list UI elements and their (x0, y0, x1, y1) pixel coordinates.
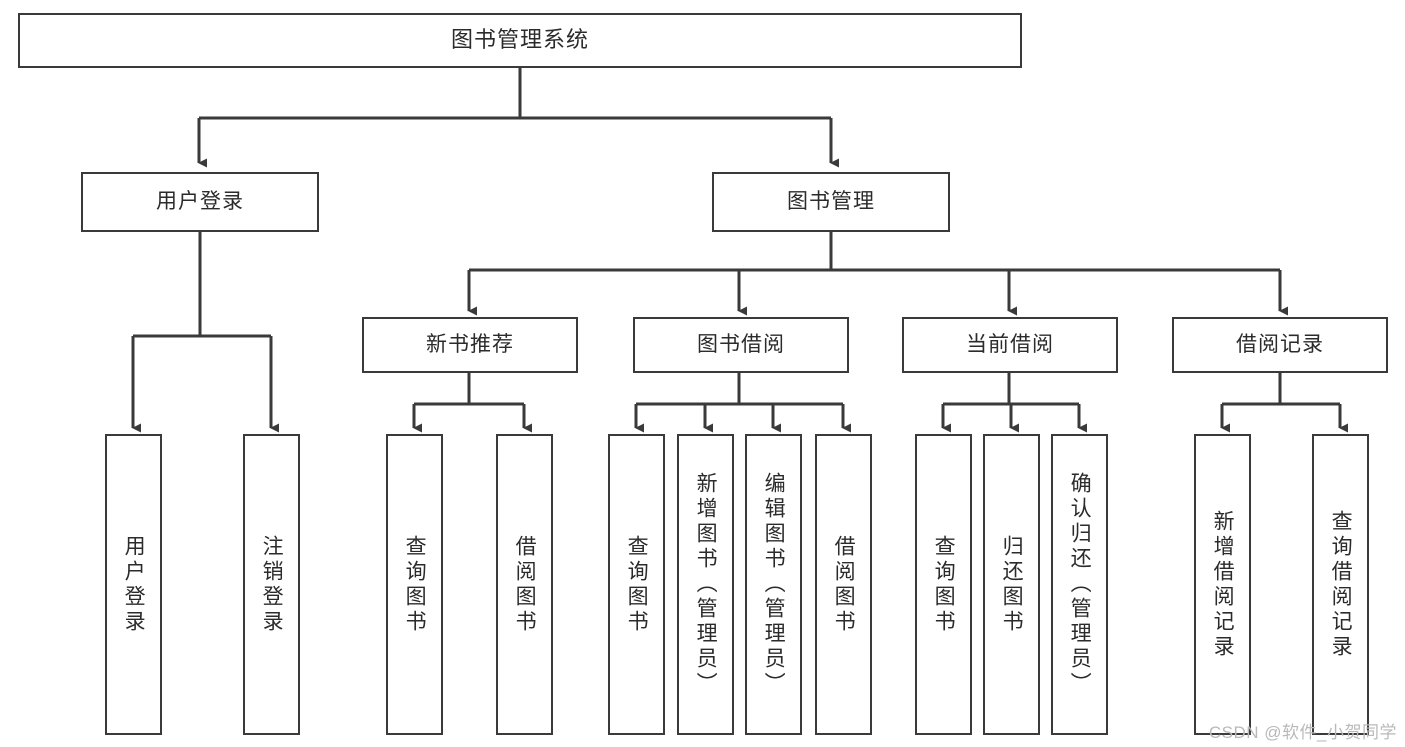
node-book-management-label: 图书管理 (787, 190, 875, 214)
leaf-query-book-borrow-label: 查询图书 (625, 534, 649, 635)
node-current-borrowing[interactable]: 当前借阅 (902, 317, 1118, 373)
leaf-logout-login-label: 注销登录 (260, 534, 284, 635)
leaf-logout-login[interactable]: 注销登录 (243, 434, 300, 735)
node-book-borrowing-label: 图书借阅 (697, 333, 785, 357)
leaf-query-borrow-record[interactable]: 查询借阅记录 (1312, 434, 1369, 735)
leaf-query-book-current-label: 查询图书 (932, 534, 956, 635)
leaf-add-book-admin-label: 新增图书（管理员） (694, 472, 718, 697)
node-new-book-recommendation-label: 新书推荐 (426, 333, 514, 357)
leaf-add-book-admin[interactable]: 新增图书（管理员） (677, 434, 734, 735)
leaf-query-borrow-record-label: 查询借阅记录 (1329, 509, 1353, 660)
leaf-borrow-book-new-rec[interactable]: 借阅图书 (496, 434, 553, 735)
node-user-login-label: 用户登录 (156, 190, 244, 214)
leaf-borrow-book-new-rec-label: 借阅图书 (513, 534, 537, 635)
leaf-borrow-book-borrow[interactable]: 借阅图书 (815, 434, 872, 735)
node-borrowing-record-label: 借阅记录 (1236, 333, 1324, 357)
leaf-confirm-return-admin-label: 确认归还（管理员） (1068, 472, 1092, 697)
leaf-query-book-current[interactable]: 查询图书 (915, 434, 972, 735)
leaf-edit-book-admin[interactable]: 编辑图书（管理员） (745, 434, 802, 735)
node-root-label: 图书管理系统 (450, 27, 589, 53)
node-borrowing-record[interactable]: 借阅记录 (1172, 317, 1388, 373)
node-book-borrowing[interactable]: 图书借阅 (633, 317, 849, 373)
leaf-return-book-label: 归还图书 (1000, 534, 1024, 635)
leaf-query-book-new-rec-label: 查询图书 (403, 534, 427, 635)
node-current-borrowing-label: 当前借阅 (966, 333, 1054, 357)
leaf-query-book-new-rec[interactable]: 查询图书 (386, 434, 443, 735)
leaf-borrow-book-borrow-label: 借阅图书 (832, 534, 856, 635)
node-new-book-recommendation[interactable]: 新书推荐 (362, 317, 578, 373)
leaf-confirm-return-admin[interactable]: 确认归还（管理员） (1051, 434, 1108, 735)
node-user-login[interactable]: 用户登录 (81, 172, 319, 232)
leaf-add-borrow-record-label: 新增借阅记录 (1211, 509, 1235, 660)
leaf-edit-book-admin-label: 编辑图书（管理员） (762, 472, 786, 697)
leaf-return-book[interactable]: 归还图书 (983, 434, 1040, 735)
leaf-add-borrow-record[interactable]: 新增借阅记录 (1194, 434, 1251, 735)
node-book-management[interactable]: 图书管理 (712, 172, 950, 232)
leaf-user-login-label: 用户登录 (122, 534, 146, 635)
leaf-query-book-borrow[interactable]: 查询图书 (608, 434, 665, 735)
node-root-book-management-system[interactable]: 图书管理系统 (18, 13, 1022, 68)
watermark-csdn: CSDN @软件_小贺同学 (1208, 723, 1397, 742)
leaf-user-login[interactable]: 用户登录 (105, 434, 162, 735)
